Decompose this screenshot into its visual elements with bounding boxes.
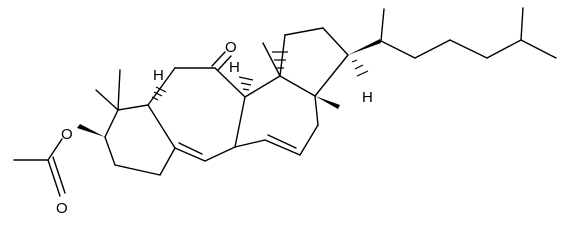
molecule-diagram: O O O H H H bbox=[13, 7, 557, 217]
h-right-label: H bbox=[362, 89, 373, 106]
h-left-label: H bbox=[153, 67, 164, 84]
ester-oxygen-label: O bbox=[61, 126, 73, 143]
ring-d-bonds bbox=[279, 27, 349, 97]
acetate-bonds bbox=[13, 124, 105, 197]
methyl-wedge-c18 bbox=[315, 96, 340, 109]
h-middle-label: H bbox=[229, 59, 240, 76]
ketone-oxygen-label: O bbox=[225, 39, 237, 56]
ring-c-bonds bbox=[234, 75, 319, 156]
ring-a-bonds bbox=[104, 104, 176, 176]
hashed-bond-left-h bbox=[151, 86, 167, 101]
skeletal-structure: O O O H H H bbox=[13, 7, 557, 217]
hashed-bond-middle-h bbox=[238, 76, 254, 91]
angular-methyl-bond bbox=[262, 42, 281, 77]
side-chain-bonds bbox=[348, 7, 557, 59]
ring-b-bonds bbox=[147, 67, 246, 162]
hashed-bond-right-h bbox=[351, 59, 369, 77]
hashed-bond-methyl-c17 bbox=[272, 51, 288, 69]
gem-dimethyl-bonds bbox=[95, 69, 121, 111]
carbonyl-oxygen-label: O bbox=[56, 200, 68, 217]
ketone-bonds bbox=[211, 51, 232, 71]
